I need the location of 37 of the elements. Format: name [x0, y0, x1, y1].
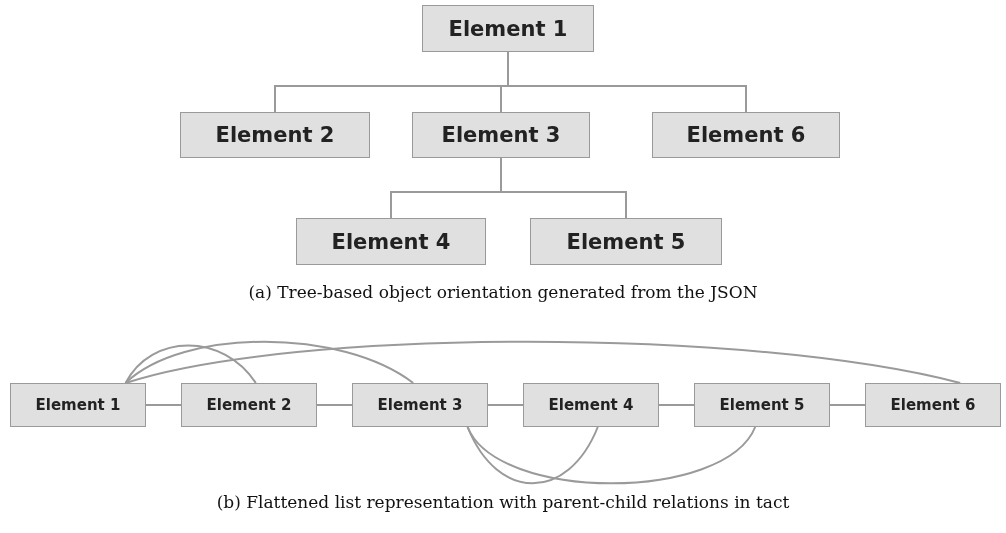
- element-label: Element 5: [566, 229, 686, 254]
- element-label: Element 2: [215, 123, 335, 147]
- arc-connector: [466, 426, 599, 485]
- element-box: [181, 383, 317, 427]
- arc-connector: [466, 426, 757, 485]
- connector-line: [500, 157, 627, 219]
- figure-caption: (a) Tree-based object orientation generated from the JSON: [248, 282, 758, 302]
- element-box: [865, 383, 1001, 427]
- element-label: Element 6: [890, 396, 976, 414]
- element-box: [530, 218, 722, 265]
- element-label: Element 3: [377, 396, 463, 414]
- element-box: [180, 112, 370, 158]
- connector-line: [829, 404, 866, 406]
- element-box: [10, 383, 146, 427]
- element-box: [652, 112, 840, 158]
- element-box: [412, 112, 590, 158]
- element-label: Element 1: [35, 396, 121, 414]
- element-box: [422, 5, 594, 52]
- element-box: [296, 218, 486, 265]
- element-label: Element 4: [548, 396, 634, 414]
- element-box: [694, 383, 830, 427]
- element-label: Element 6: [686, 123, 806, 147]
- connector-line: [487, 404, 524, 406]
- element-label: Element 4: [331, 229, 451, 254]
- connector-line: [507, 51, 747, 113]
- element-box: [352, 383, 488, 427]
- connector-line: [316, 404, 353, 406]
- arc-connector: [124, 340, 415, 384]
- element-box: [523, 383, 659, 427]
- element-label: Element 3: [441, 123, 561, 147]
- element-label: Element 1: [448, 16, 568, 41]
- element-label: Element 5: [719, 396, 805, 414]
- figure-caption: (b) Flattened list representation with parent-child relations in tact: [216, 492, 790, 512]
- connector-line: [145, 404, 182, 406]
- connector-line: [658, 404, 695, 406]
- arc-connector: [124, 344, 257, 384]
- element-label: Element 2: [206, 396, 292, 414]
